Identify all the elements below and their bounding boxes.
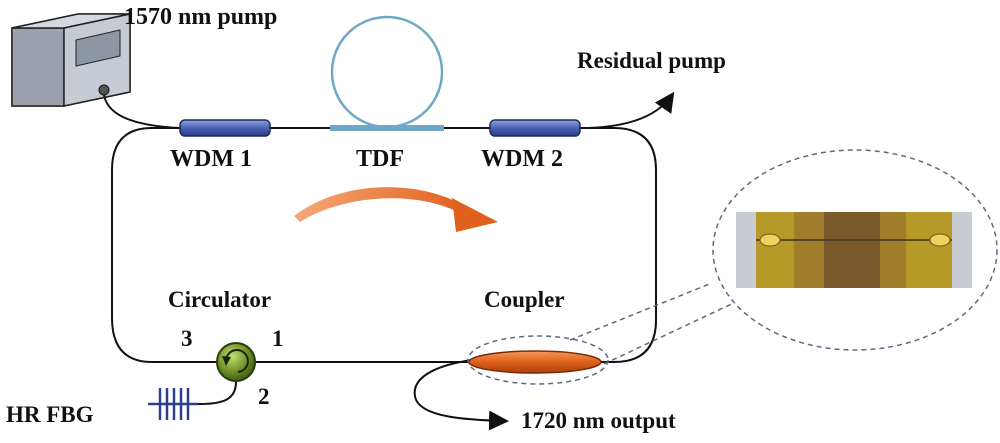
wdm2-label: WDM 2 <box>481 146 563 172</box>
fiber-lines <box>103 91 675 431</box>
curved-arrow-icon <box>294 187 498 232</box>
tdf-label: TDF <box>356 146 404 172</box>
tdf-coil-icon <box>330 15 444 131</box>
wdm1-label: WDM 1 <box>170 146 252 172</box>
inset-callout-lines <box>569 282 741 365</box>
fbg-grating-icon <box>148 388 198 420</box>
circulator-icon <box>216 342 256 382</box>
port1-label: 1 <box>272 326 284 351</box>
residual-pump-label: Residual pump <box>577 48 726 73</box>
coupler-highlight-ring <box>467 335 609 385</box>
wdm1-component <box>179 119 271 137</box>
port3-label: 3 <box>181 326 193 351</box>
coupler-photo-inset <box>712 149 998 351</box>
port2-label: 2 <box>258 384 270 409</box>
coupler-label: Coupler <box>484 287 565 312</box>
pump-label: 1570 nm pump <box>124 4 277 30</box>
output-label: 1720 nm output <box>521 408 676 433</box>
laser-box-icon <box>11 13 131 107</box>
coupler-component <box>468 350 602 374</box>
wdm2-component <box>489 119 581 137</box>
fbg-label: HR FBG <box>6 402 94 427</box>
circulator-label: Circulator <box>168 287 271 312</box>
